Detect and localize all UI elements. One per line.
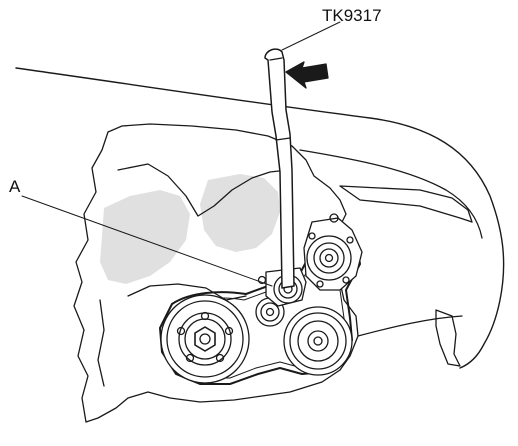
fender-line <box>15 67 505 369</box>
push-arrow <box>285 61 329 89</box>
alternator-pulley <box>283 306 353 376</box>
callout-tool-label: TK9317 <box>322 6 382 25</box>
callout-a-label: A <box>9 177 21 196</box>
bumper-inner-line <box>299 149 483 239</box>
engine-recess-left <box>100 190 190 284</box>
bracket-bolt <box>257 275 267 285</box>
upper-pulley-bracket <box>303 217 363 291</box>
bumper-lower-edge <box>357 315 463 337</box>
leader-line-a <box>21 195 273 287</box>
crankshaft-pulley <box>160 294 250 384</box>
engine-contour-side <box>97 299 105 387</box>
bumper-lower-cutout <box>435 309 461 367</box>
bracket-bolt <box>329 213 339 223</box>
engine-recess-right <box>200 174 280 252</box>
tool-tk9317 <box>264 48 295 289</box>
bumper-lamp <box>339 185 473 223</box>
engine-contour-lower <box>127 283 247 301</box>
engine-top-contour <box>117 163 289 217</box>
leader-line-tool <box>281 21 341 51</box>
